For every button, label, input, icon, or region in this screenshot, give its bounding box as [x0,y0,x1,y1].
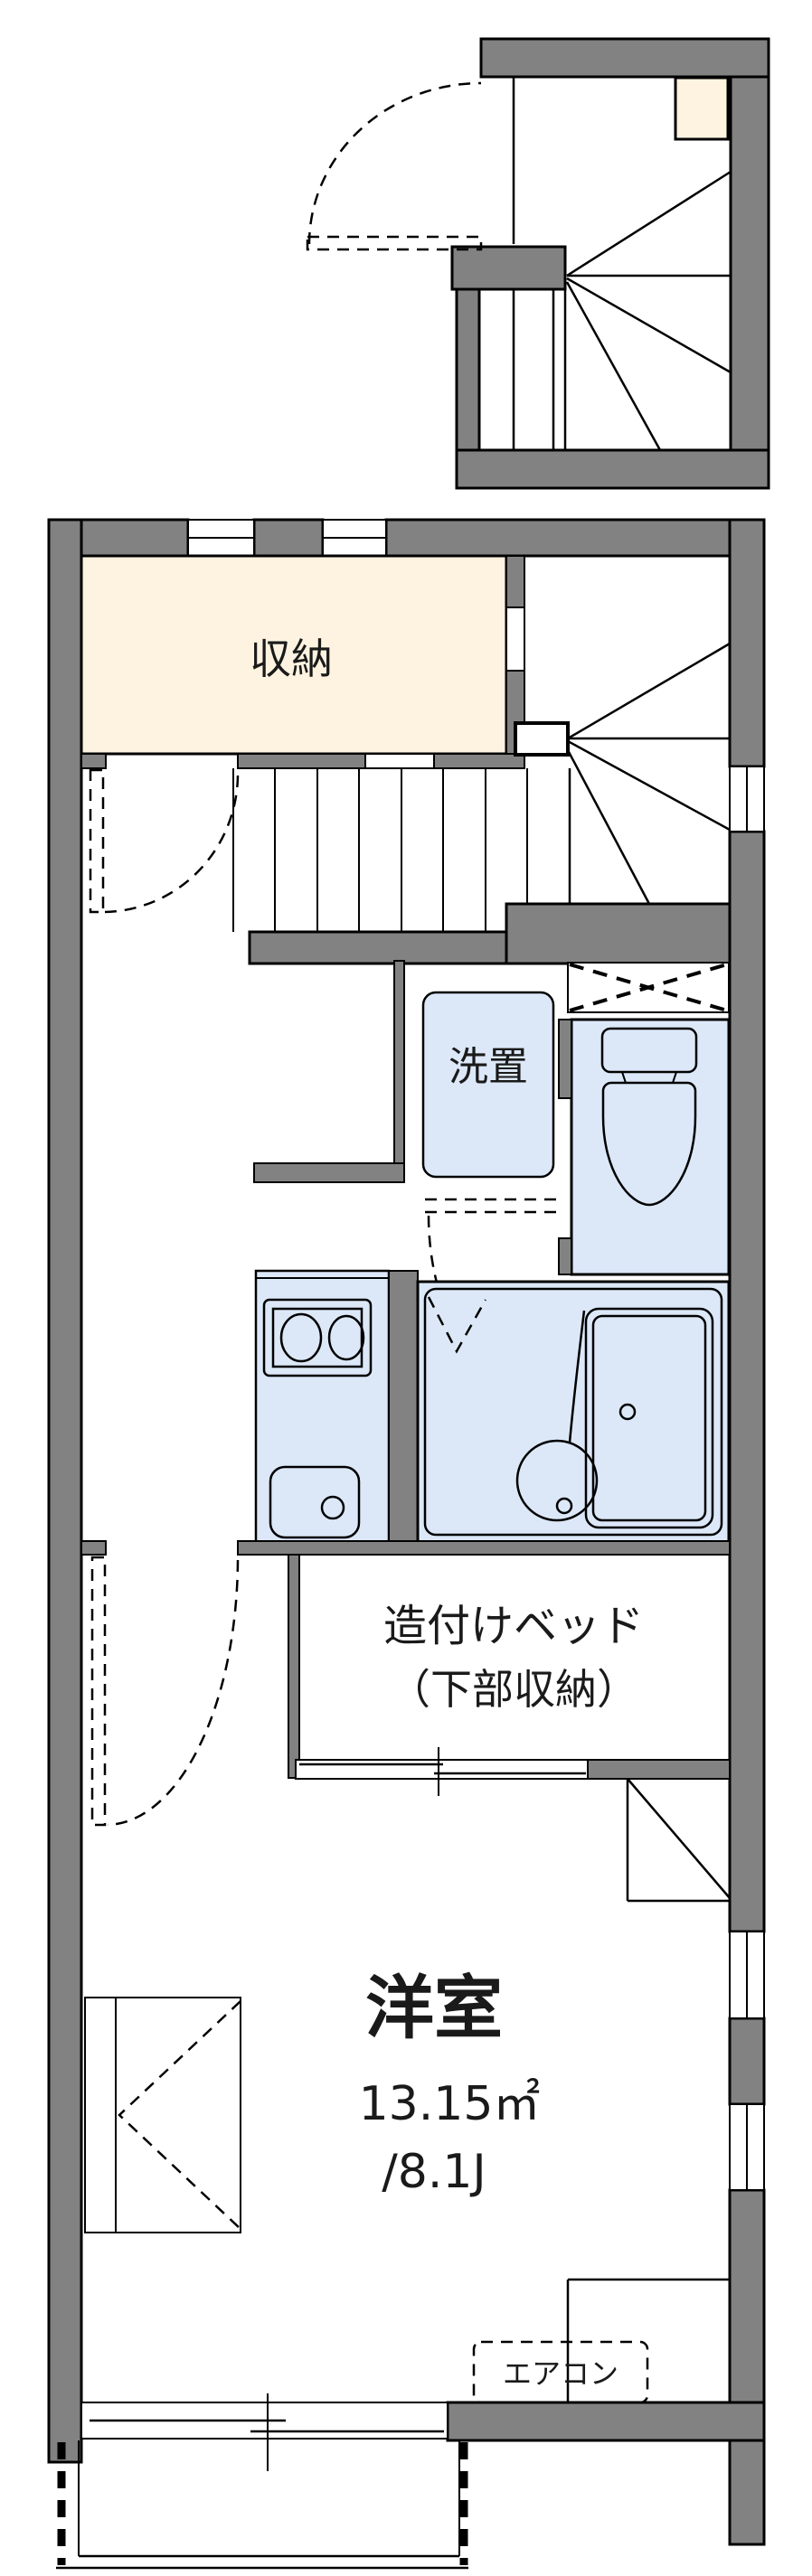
shoe-cabinet [674,76,730,141]
washroom-lower-wall [253,1162,405,1183]
wall-upper-right [729,75,770,490]
burner-right [327,1314,365,1361]
washbasin-drain [555,1497,573,1515]
bathroom [416,1280,731,1544]
wall-top-c [384,518,766,558]
lower-stairs [89,642,732,965]
right-window-room-2 [729,2103,765,2191]
kitchen-sink [269,1465,361,1539]
stair-bottom-wall-right [505,902,732,965]
room-door-swing [90,1556,240,1827]
wall-upper-top [479,37,770,79]
storage-area [80,554,508,756]
toilet-room [570,1018,731,1276]
entry-door-arc [307,81,482,245]
bed-area: 造付けベッド （下部収納） [80,1540,731,1827]
bed-label-line1: 造付けベッド [383,1601,644,1651]
washer-label: 洗置 [448,1044,528,1090]
balcony [56,2440,468,2570]
upper-stairs-steps [512,77,732,451]
sink-drain [320,1495,345,1520]
wall-left [47,518,83,2464]
room-area-m2: 13.15㎡ [359,2077,541,2131]
storage-bottom-wall-c [433,753,525,769]
aircon-box: エアコン [472,2340,649,2404]
right-window-stair [729,766,765,832]
bath-inner [423,1287,723,1537]
wall-right-d [728,2188,766,2546]
window-box-swing [118,2000,241,2230]
aircon-label: エアコン [503,2356,618,2391]
main-outer-walls [47,518,766,2546]
right-window-room-1 [729,1931,765,2019]
hall-door-arc [104,775,240,914]
hall-door-swing [89,768,240,914]
wall-upper-bottom [455,448,770,490]
storage-label: 収納 [250,635,333,683]
corner-shelf [626,1778,731,1903]
room-storage: 収納 [80,554,525,769]
room-door-arc [107,1559,240,1827]
washer-box [421,991,555,1179]
stove-inner [271,1307,364,1368]
kitchen [254,1269,419,1551]
room-door-leaf [90,1556,107,1827]
entry-door-leaf [306,235,483,251]
bath-divider [568,1310,586,1443]
storage-bottom-opening [364,753,435,769]
hall-door-leaf [89,768,105,914]
washroom-left-wall [393,960,405,1164]
toilet-left-wall-a [558,1019,572,1099]
wall-upper-left-mid [450,245,567,291]
entry-door-swing [306,81,483,251]
storage-right-opening [505,606,525,672]
stair-bottom-wall-left [248,930,508,965]
bed-label-line2: （下部収納） [389,1665,638,1714]
wall-bottom [446,2401,766,2442]
toilet-left-wall-b [558,1237,572,1275]
wall-top-b [252,518,325,558]
wall-right-c [728,2017,766,2106]
room-label: 洋室 [365,1968,503,2048]
tub-handle [618,1403,637,1421]
stair-landing-box [514,721,570,757]
bed-bottom-wall [587,1759,731,1780]
top-window-2 [322,519,387,557]
bathtub-outer [584,1307,714,1529]
washroom: 洗置 [253,960,731,1410]
upper-stair-block [306,37,770,490]
top-window-1 [187,519,255,557]
main-room: 洋室 13.15㎡ /8.1J エアコン [84,1778,731,2404]
stove-outer [262,1298,373,1377]
storage-bottom-wall-a [80,753,107,769]
wall-right-b [728,830,766,1933]
storage-bottom-wall-b [237,753,366,769]
left-window-box [84,1997,241,2233]
storage-right-wall-a [505,555,525,608]
room-area-tatami: /8.1J [382,2145,486,2199]
bed-sliding-door [295,1747,589,1796]
toilet-fixture [600,1027,698,1207]
bed-top-wall-b [237,1540,731,1556]
burner-left [279,1312,323,1363]
bath-folding-door [427,1296,487,1354]
bed-left-wall [288,1554,300,1779]
wall-upper-left-low [455,287,481,452]
bathtub-inner [591,1314,707,1522]
stairs-straight-run [232,768,571,932]
wall-right-a [728,518,766,768]
bottom-sliding-window [80,2393,448,2471]
kitchen-bath-wall [388,1270,419,1550]
vent-box [567,962,730,1013]
bed-top-wall-a [80,1540,107,1556]
stairs-winder-fan [566,642,731,905]
washbasin [515,1439,599,1522]
